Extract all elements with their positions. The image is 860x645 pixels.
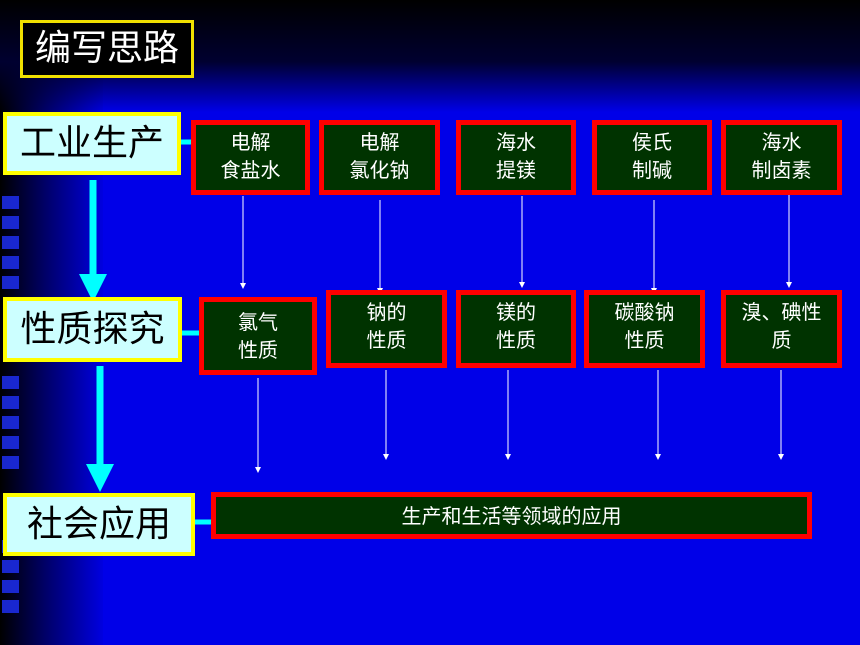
row-label-properties: 性质探究 <box>3 297 182 362</box>
production-box-2: 电解 氯化钠 <box>319 120 440 195</box>
decor-square <box>2 376 19 389</box>
property-box-3: 镁的 性质 <box>456 290 576 368</box>
box-line: 质 <box>771 328 792 352</box>
box-line: 性质 <box>624 328 665 352</box>
box-line: 溴、碘性 <box>741 300 822 324</box>
decor-square <box>2 276 19 289</box>
box-line: 钠的 <box>366 300 407 324</box>
box-line: 制碱 <box>632 158 672 182</box>
property-box-1: 氯气 性质 <box>199 297 317 375</box>
box-line: 性质 <box>238 338 278 362</box>
decor-square <box>2 580 19 593</box>
production-box-3: 海水 提镁 <box>456 120 576 195</box>
box-line: 氯化钠 <box>349 158 410 182</box>
decor-square <box>2 196 19 209</box>
decor-square <box>2 396 19 409</box>
row-label-application: 社会应用 <box>3 493 195 556</box>
box-line: 镁的 <box>496 300 536 324</box>
box-line: 海水 <box>761 130 802 154</box>
decor-square <box>2 456 19 469</box>
box-line: 海水 <box>496 130 536 154</box>
application-bar: 生产和生活等领域的应用 <box>211 492 812 539</box>
page-title: 编写思路 <box>20 20 194 78</box>
box-line: 电解 <box>230 130 271 154</box>
box-line: 提镁 <box>496 158 536 182</box>
decor-square <box>2 416 19 429</box>
box-line: 制卤素 <box>751 158 812 182</box>
box-line: 性质 <box>366 328 407 352</box>
decor-square <box>2 436 19 449</box>
box-line: 食盐水 <box>220 158 281 182</box>
box-line: 氯气 <box>238 310 278 334</box>
row-label-production: 工业生产 <box>3 112 181 175</box>
box-line: 碳酸钠 <box>614 300 675 324</box>
property-box-4: 碳酸钠 性质 <box>584 290 705 368</box>
box-line: 电解 <box>359 130 400 154</box>
production-box-5: 海水 制卤素 <box>721 120 842 195</box>
decor-square <box>2 600 19 613</box>
production-box-1: 电解 食盐水 <box>191 120 310 195</box>
production-box-4: 侯氏 制碱 <box>592 120 712 195</box>
property-box-5: 溴、碘性 质 <box>721 290 842 368</box>
box-line: 侯氏 <box>632 130 672 154</box>
box-line: 性质 <box>496 328 536 352</box>
decor-square <box>2 216 19 229</box>
decor-square <box>2 560 19 573</box>
decor-square <box>2 236 19 249</box>
decor-square <box>2 256 19 269</box>
property-box-2: 钠的 性质 <box>326 290 447 368</box>
